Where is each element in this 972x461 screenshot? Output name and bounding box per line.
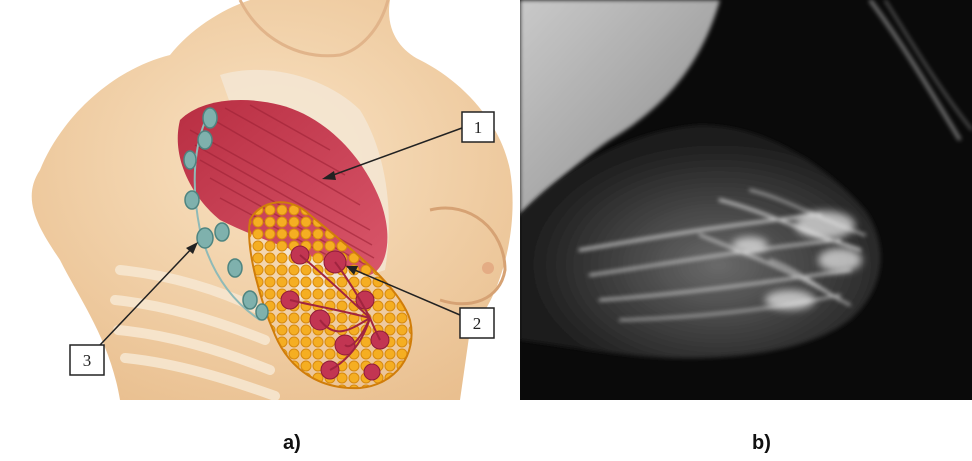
callout-3-label: 3 — [83, 351, 92, 370]
callout-1-label: 1 — [474, 118, 483, 137]
panel-a-caption: a) — [283, 432, 301, 455]
mammogram-panel — [520, 0, 972, 400]
breast-anatomy-drawing: 1 2 3 — [0, 0, 520, 400]
nipple — [482, 262, 494, 274]
mammogram-image — [520, 0, 972, 400]
callout-2-label: 2 — [473, 314, 482, 333]
anatomy-illustration-panel: 1 2 3 — [0, 0, 520, 400]
panel-b-caption: b) — [752, 432, 771, 455]
